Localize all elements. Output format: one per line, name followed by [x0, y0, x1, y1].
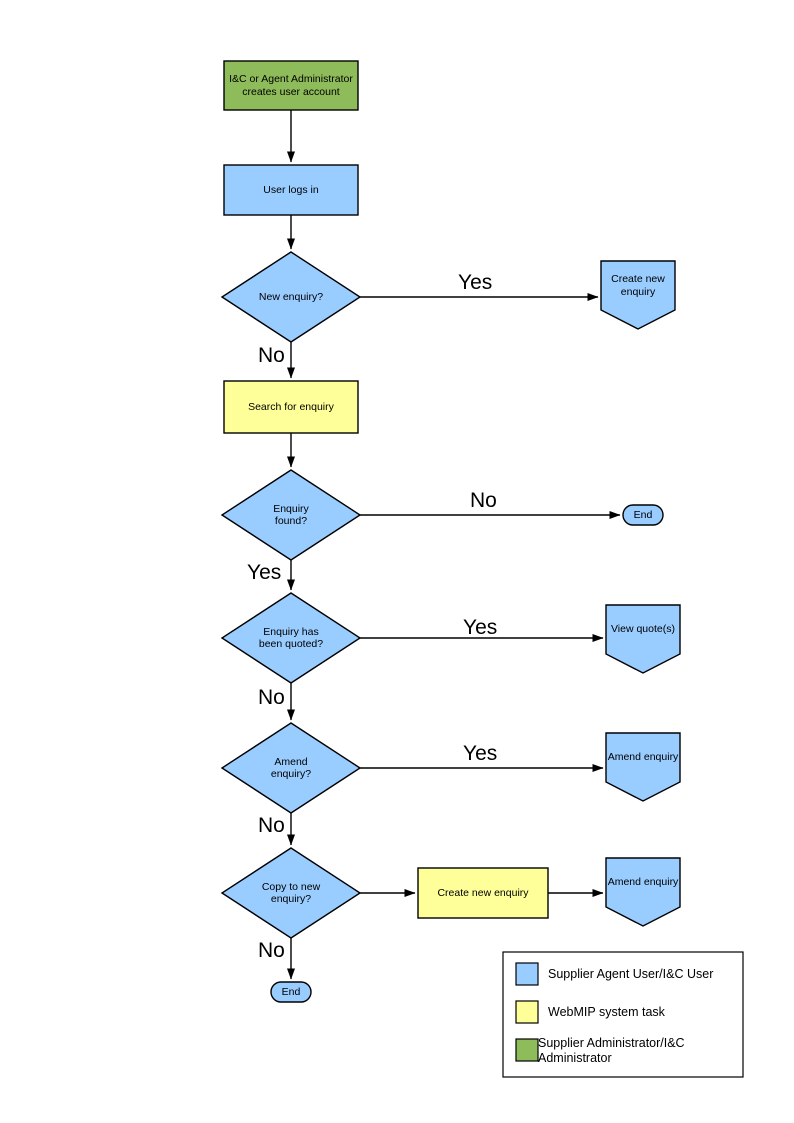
node-search-for-enquiry[interactable] [223, 380, 359, 434]
edge-label-enquiry-quoted-no: No [258, 686, 285, 709]
edge-label-copy-to-new-no: No [258, 939, 285, 962]
node-enquiry-found-decision[interactable] [220, 469, 362, 561]
node-admin-creates-account[interactable] [223, 60, 359, 111]
node-amend-enquiry-2[interactable] [605, 857, 681, 927]
node-amend-enquiry-1[interactable] [605, 732, 681, 802]
node-copy-to-new-enquiry-decision[interactable] [220, 847, 362, 939]
legend-swatch-actor-user [515, 962, 539, 986]
edge-label-enquiry-found-yes: Yes [247, 561, 282, 584]
node-end-1[interactable] [622, 504, 664, 526]
node-end-2[interactable] [270, 981, 312, 1003]
legend-swatch-system-task [515, 1000, 539, 1024]
node-new-enquiry-decision[interactable] [220, 251, 362, 343]
edge-label-amend-enquiry-yes: Yes [463, 742, 498, 765]
edge-label-amend-enquiry-no: No [258, 814, 285, 837]
node-amend-enquiry-decision[interactable] [220, 722, 362, 814]
legend-label-actor-user: Supplier Agent User/I&C User [548, 967, 714, 981]
legend-box [502, 951, 744, 1078]
edge-label-new-enquiry-no: No [258, 344, 285, 367]
legend-label-administrator: Supplier Administrator/I&C Administrator [538, 1036, 685, 1065]
edge-label-enquiry-quoted-yes: Yes [463, 616, 498, 639]
node-user-logs-in[interactable] [223, 164, 359, 216]
edge-label-enquiry-found-no: No [470, 489, 497, 512]
node-enquiry-quoted-decision[interactable] [220, 592, 362, 684]
node-view-quotes[interactable] [605, 604, 681, 674]
legend-swatch-administrator [515, 1038, 539, 1062]
node-create-new-enquiry-2[interactable] [417, 867, 549, 919]
legend-label-system-task: WebMIP system task [548, 1005, 665, 1019]
edge-label-new-enquiry-yes: Yes [458, 271, 493, 294]
node-create-new-enquiry-1[interactable] [600, 260, 676, 330]
